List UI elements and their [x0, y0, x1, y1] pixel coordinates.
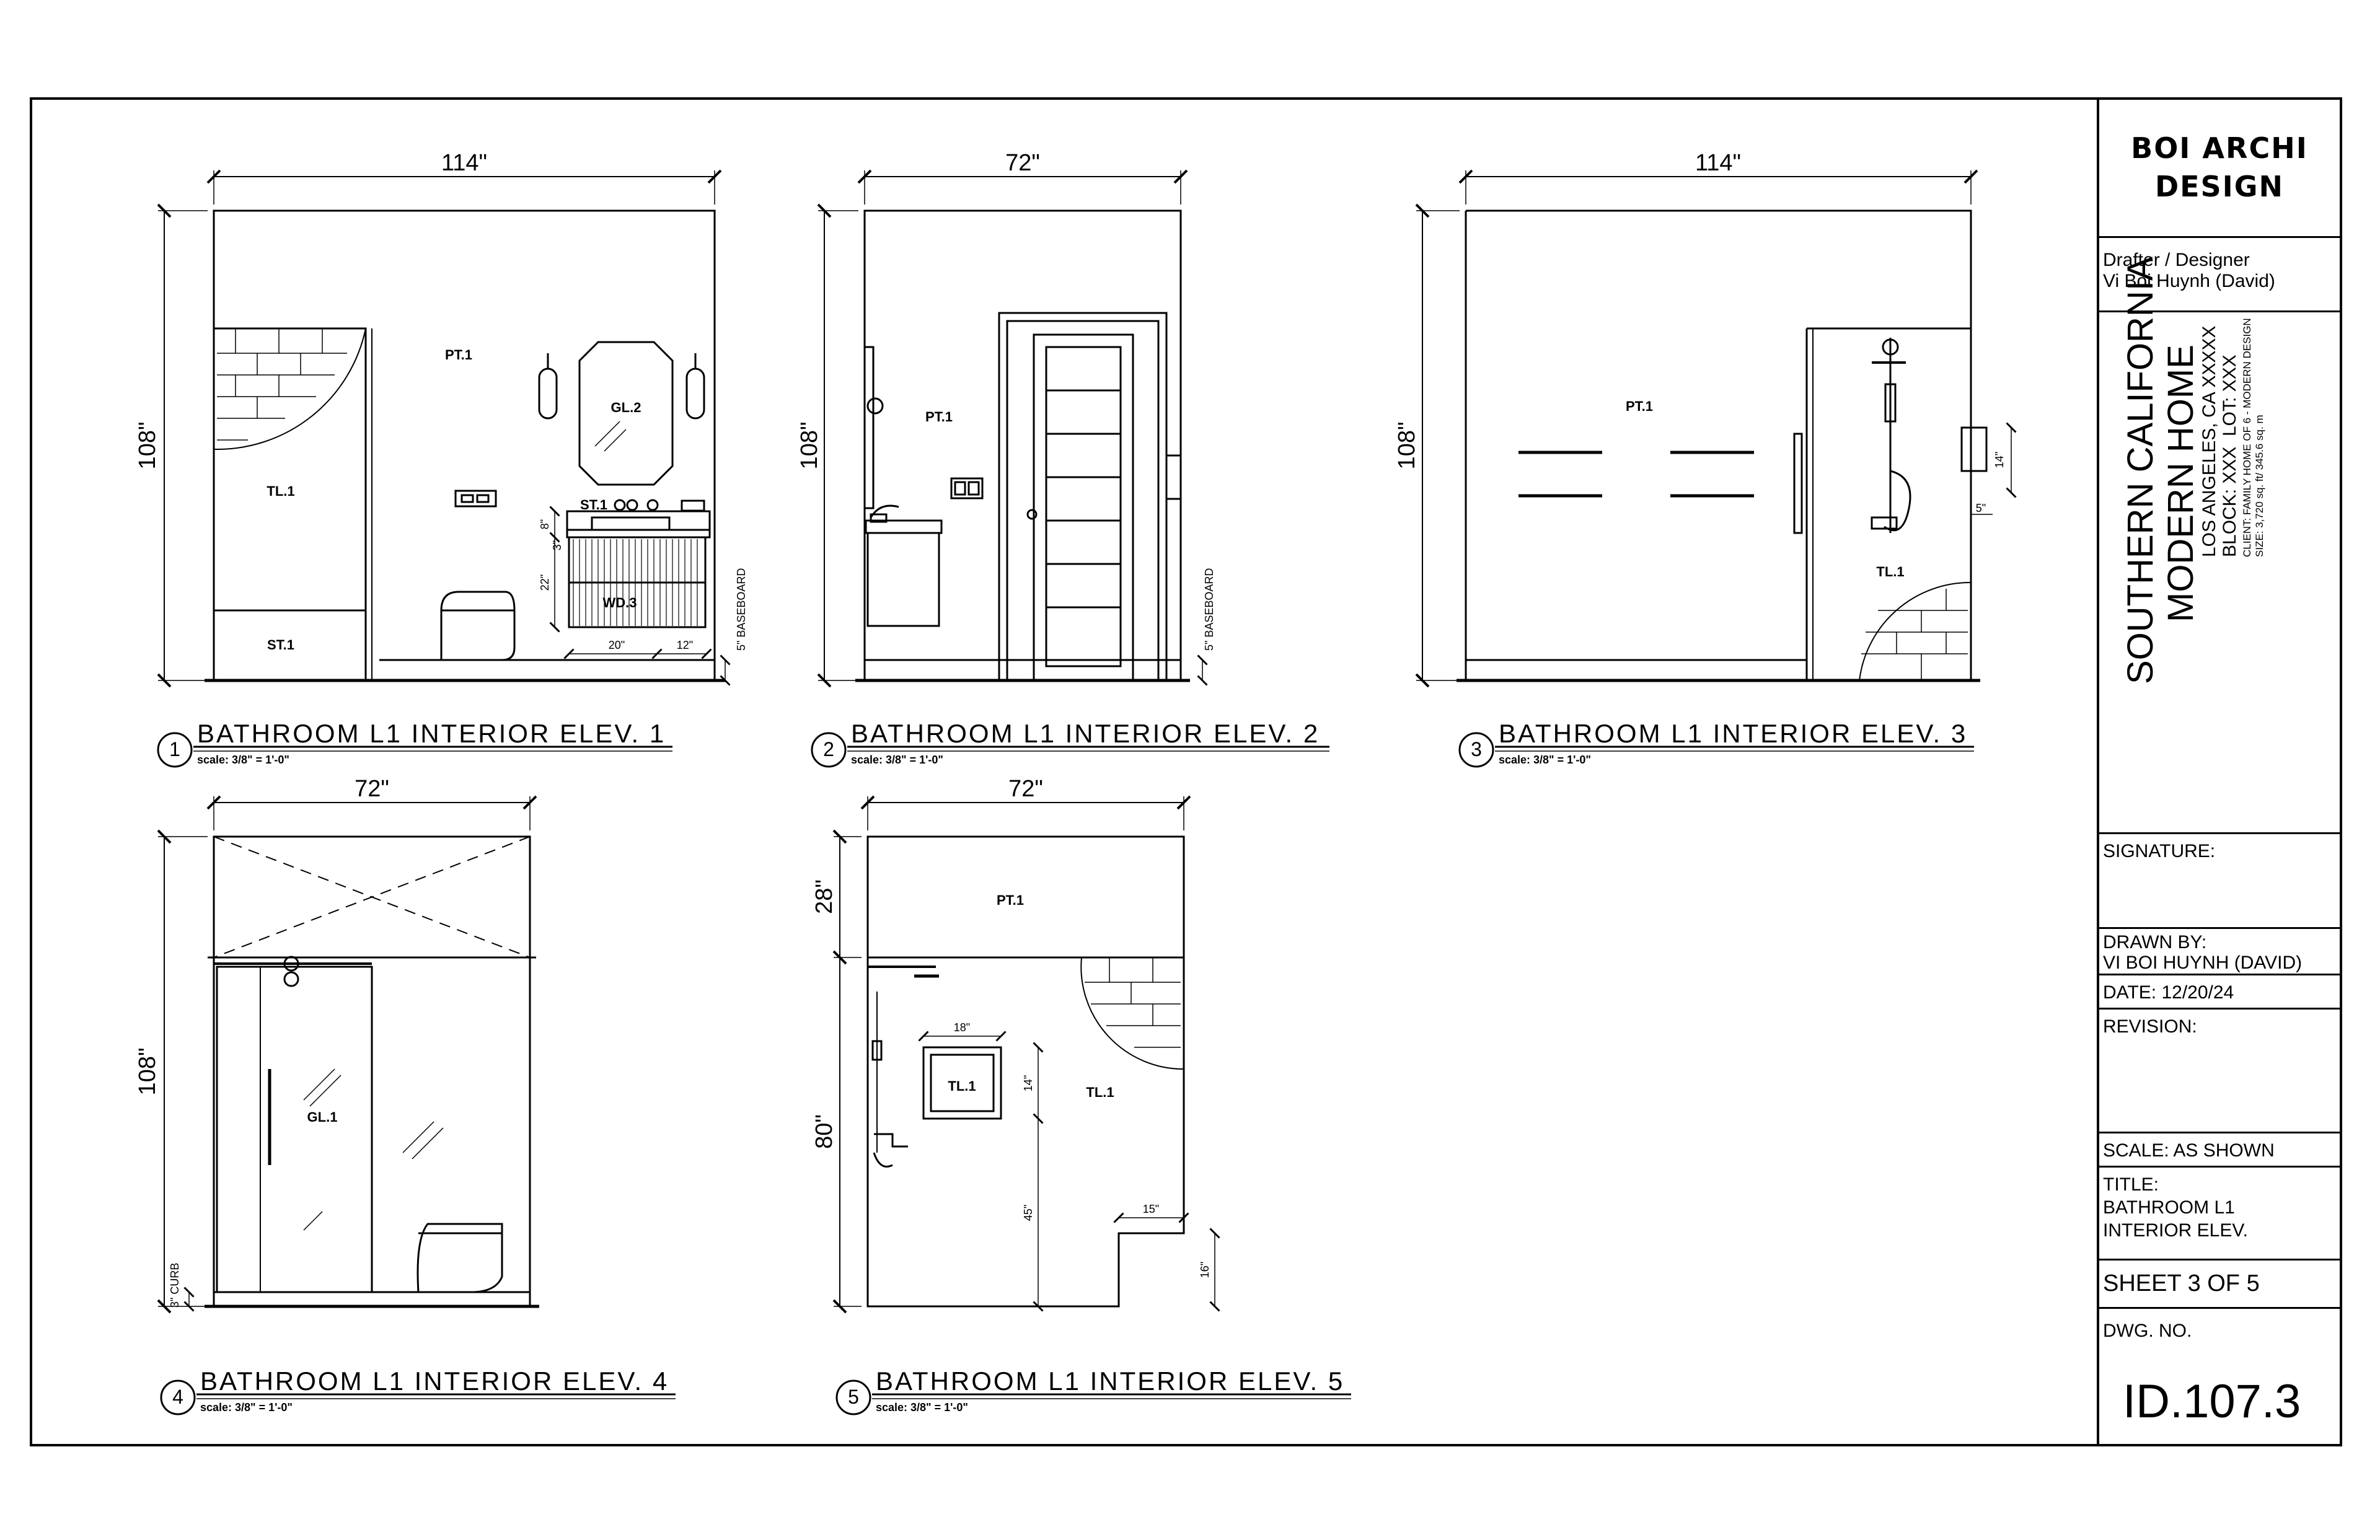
e2-tag-pt1: PT.1 — [925, 409, 953, 425]
date-cell: DATE: 12/20/24 — [2098, 975, 2341, 1010]
e5-tag-tl1-niche: TL.1 — [948, 1078, 976, 1094]
project-block: BLOCK: XXX — [2219, 446, 2240, 557]
e1-h22-dim: 22" — [539, 574, 551, 591]
elevation-2 — [817, 169, 1208, 688]
firm-name-line1: BOI ARCHI — [2131, 131, 2308, 165]
e1-h8-dim: 8" — [539, 519, 551, 529]
title-label: TITLE: — [2103, 1174, 2159, 1195]
e3-width-dim: 114" — [1695, 150, 1741, 176]
e2-baseboard-dim: 5" BASEBOARD — [1203, 568, 1215, 651]
e4-width-dim: 72" — [355, 776, 389, 802]
sheet-border — [30, 97, 2342, 1446]
title-line1: BATHROOM L1 — [2103, 1197, 2235, 1218]
date-text: DATE: 12/20/24 — [2103, 982, 2234, 1003]
e3-tag-tl1: TL.1 — [1876, 564, 1904, 579]
scale-cell: SCALE: AS SHOWN — [2098, 1133, 2341, 1168]
e1-tag-tl1: TL.1 — [267, 483, 294, 499]
view-4-number: 4 — [172, 1386, 183, 1408]
e3-h5-dim: 5" — [1976, 502, 1986, 514]
elevation-4 — [157, 795, 539, 1314]
view-5-title: BATHROOM L1 INTERIOR ELEV. 5 — [876, 1366, 1344, 1396]
dwg-cell: DWG. NO. ID.107.3 — [2098, 1309, 2341, 1445]
e1-tag-st1-base: ST.1 — [267, 637, 294, 653]
sheet-cell: SHEET 3 OF 5 — [2098, 1261, 2341, 1309]
sheet-number: SHEET 3 OF 5 — [2103, 1270, 2260, 1296]
drawn-by-cell: DRAWN BY: VI BOI HUYNH (DAVID) — [2098, 929, 2341, 975]
view-5-number: 5 — [848, 1386, 859, 1408]
drafter-cell: Drafter / Designer Vi Boi Huynh (David) — [2098, 238, 2341, 312]
e5-niche-width-dim: 18" — [954, 1021, 970, 1034]
project-lot: LOT: XXX — [2219, 354, 2240, 436]
title-block: BOI ARCHI DESIGN Drafter / Designer Vi B… — [2098, 99, 2341, 1445]
revision-cell: REVISION: — [2098, 1010, 2341, 1133]
signature-label: SIGNATURE: — [2103, 841, 2216, 861]
e1-tag-pt1: PT.1 — [445, 347, 472, 363]
e1-width-dim: 114" — [441, 150, 487, 176]
elevation-3 — [1415, 169, 2017, 688]
e1-tag-wd3: WD.3 — [603, 595, 637, 610]
e1-h3-dim: 3" — [551, 540, 563, 550]
view-2-scale: scale: 3/8" = 1'-0" — [851, 754, 943, 766]
e1-counter-dim: 12" — [677, 639, 693, 651]
e5-tag-tl1-wall: TL.1 — [1086, 1085, 1114, 1100]
signature-cell: SIGNATURE: — [2098, 834, 2341, 929]
e5-h45-dim: 45" — [1022, 1205, 1034, 1221]
view-2-number: 2 — [823, 738, 834, 760]
project-client: CLIENT: FAMILY HOME OF 6 - MODERN DESIGN — [2241, 318, 2253, 557]
scale-text: SCALE: AS SHOWN — [2103, 1140, 2275, 1161]
e1-tag-st1-counter: ST.1 — [580, 497, 607, 513]
drawn-by-label: DRAWN BY: — [2103, 932, 2207, 953]
firm-name: BOI ARCHI DESIGN — [2098, 99, 2341, 238]
view-1-number: 1 — [169, 738, 180, 760]
e3-height-dim: 108" — [1394, 422, 1420, 470]
project-size: SIZE: 3,720 sq. ft/ 345.6 sq. m — [2254, 415, 2265, 557]
view-3-scale: scale: 3/8" = 1'-0" — [1499, 754, 1591, 766]
dwg-number: ID.107.3 — [2123, 1375, 2301, 1428]
title-line2: INTERIOR ELEV. — [2103, 1220, 2248, 1241]
view-5-scale: scale: 3/8" = 1'-0" — [876, 1401, 968, 1414]
view-3-number: 3 — [1471, 738, 1482, 760]
drawn-by-name: VI BOI HUYNH (DAVID) — [2103, 953, 2303, 973]
dwg-label: DWG. NO. — [2103, 1321, 2192, 1341]
e4-height-dim: 108" — [134, 1048, 161, 1096]
e3-tag-pt1: PT.1 — [1626, 398, 1653, 414]
elevation-5 — [832, 795, 1220, 1314]
e2-height-dim: 108" — [796, 422, 822, 470]
e5-h16-dim: 16" — [1199, 1262, 1211, 1278]
firm-name-line2: DESIGN — [2154, 170, 2285, 203]
e5-width-dim: 72" — [1008, 776, 1043, 802]
e2-width-dim: 72" — [1005, 150, 1040, 176]
project-name-line1: SOUTHERN CALIFORNIA — [2120, 257, 2161, 684]
view-1-title: BATHROOM L1 INTERIOR ELEV. 1 — [197, 719, 666, 748]
e4-curb-dim: 3" CURB — [169, 1263, 181, 1308]
project-name-line2: MODERN HOME — [2161, 345, 2201, 622]
title-cell: TITLE: BATHROOM L1 INTERIOR ELEV. — [2098, 1168, 2341, 1261]
view-1-scale: scale: 3/8" = 1'-0" — [197, 754, 289, 766]
e1-baseboard-dim: 5" BASEBOARD — [735, 568, 747, 651]
e5-niche-height-dim: 14" — [1022, 1075, 1034, 1091]
drafter-label: Drafter / Designer — [2103, 250, 2250, 270]
view-title-graphics — [157, 732, 1974, 1415]
e5-h80-dim: 80" — [811, 1114, 837, 1149]
e3-h14-dim: 14" — [1993, 452, 2006, 468]
e1-tag-gl2: GL.2 — [611, 400, 641, 415]
project-address: LOS ANGELES, CA XXXXX — [2199, 325, 2219, 557]
view-4-scale: scale: 3/8" = 1'-0" — [200, 1401, 293, 1414]
e5-h28-dim: 28" — [811, 879, 837, 914]
e1-height-dim: 108" — [134, 422, 161, 470]
drafter-name: Vi Boi Huynh (David) — [2103, 271, 2275, 291]
revision-label: REVISION: — [2103, 1016, 2197, 1037]
e4-tag-gl1: GL.1 — [307, 1109, 338, 1125]
e1-vanity-dim: 20" — [609, 639, 625, 651]
elevation-1 — [157, 169, 731, 688]
e5-w15-dim: 15" — [1143, 1203, 1159, 1215]
project-cell: SOUTHERN CALIFORNIA MODERN HOME LOS ANGE… — [2098, 257, 2341, 834]
view-3-title: BATHROOM L1 INTERIOR ELEV. 3 — [1499, 719, 1967, 748]
view-4-title: BATHROOM L1 INTERIOR ELEV. 4 — [200, 1366, 669, 1396]
view-2-title: BATHROOM L1 INTERIOR ELEV. 2 — [851, 719, 1320, 748]
e5-tag-pt1: PT.1 — [997, 892, 1024, 908]
